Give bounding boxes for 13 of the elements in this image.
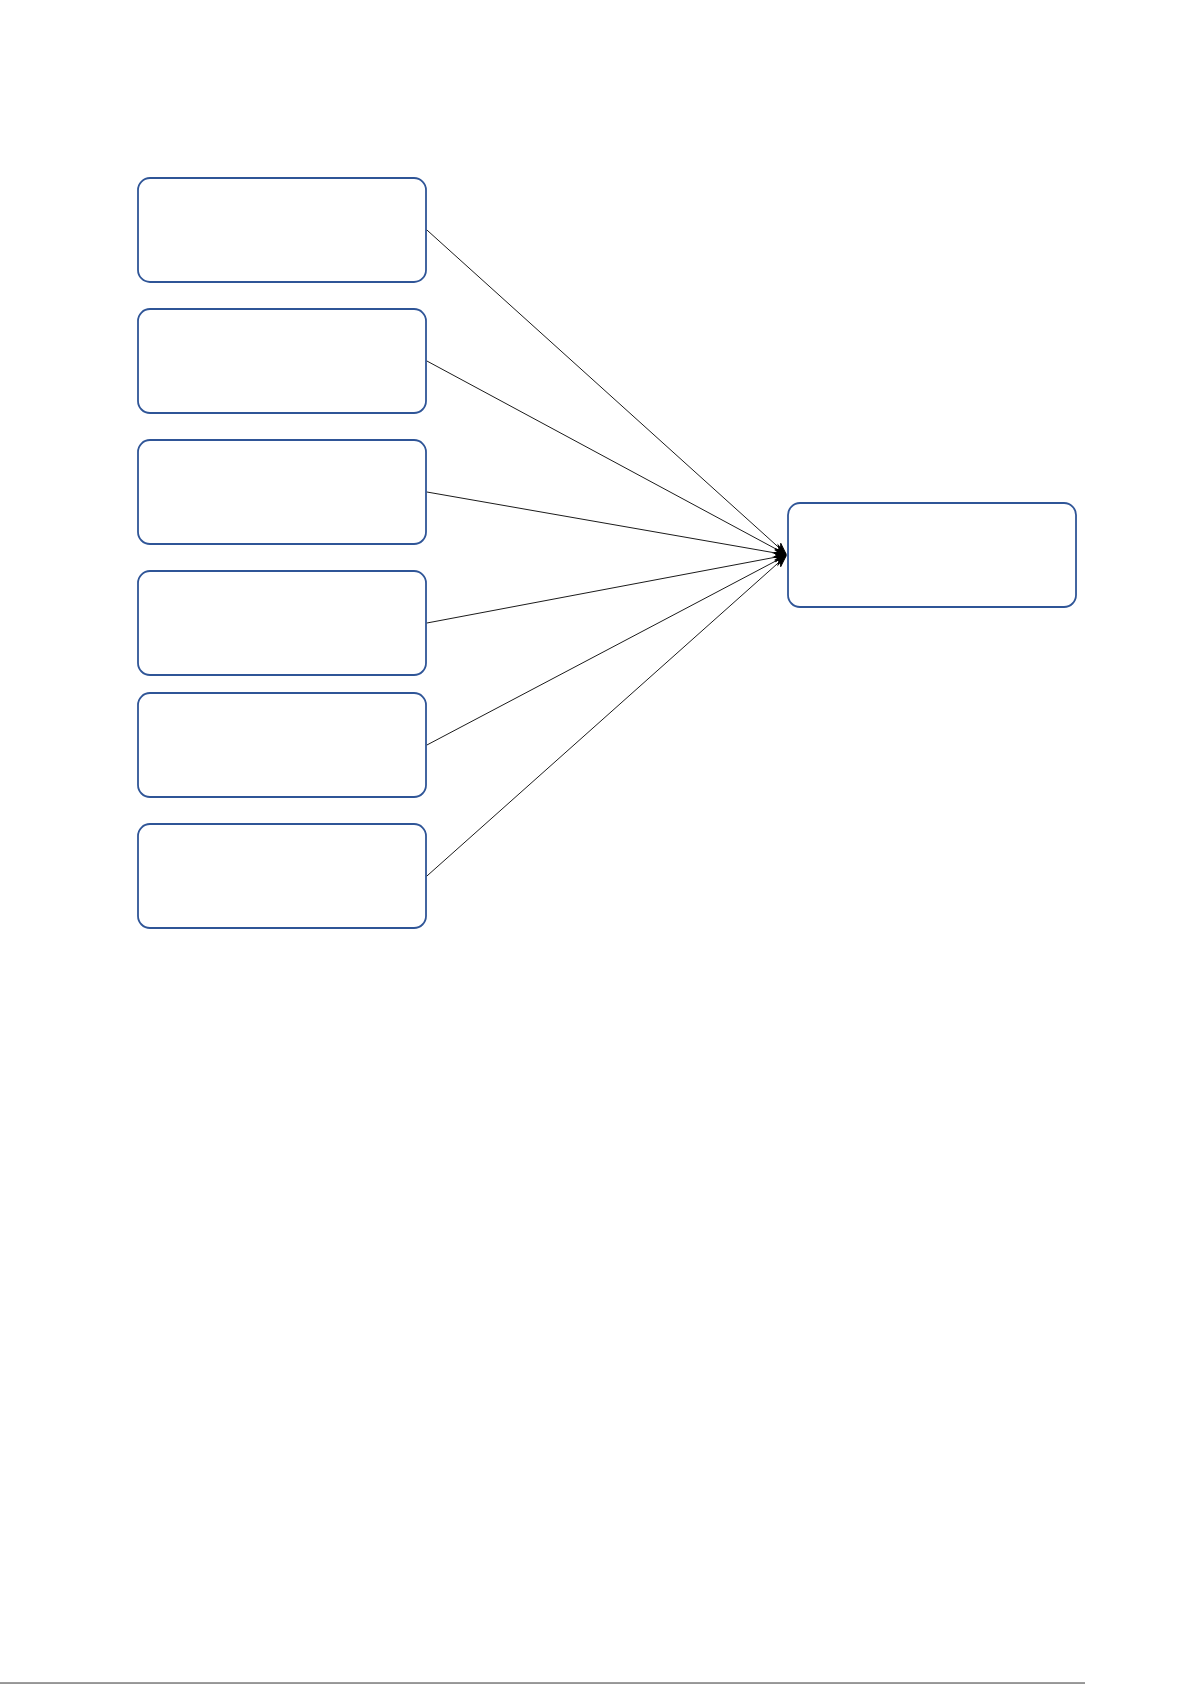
- process-box: [137, 308, 427, 414]
- process-box: [137, 692, 427, 798]
- process-box: [137, 823, 427, 929]
- arrow: [426, 491, 787, 558]
- process-box: [137, 570, 427, 676]
- process-box: [787, 502, 1077, 608]
- process-box: [137, 177, 427, 283]
- arrow: [426, 552, 787, 624]
- arrow: [426, 555, 787, 877]
- arrow: [426, 555, 787, 746]
- arrow: [426, 229, 787, 555]
- arrow: [426, 360, 787, 555]
- process-box: [137, 439, 427, 545]
